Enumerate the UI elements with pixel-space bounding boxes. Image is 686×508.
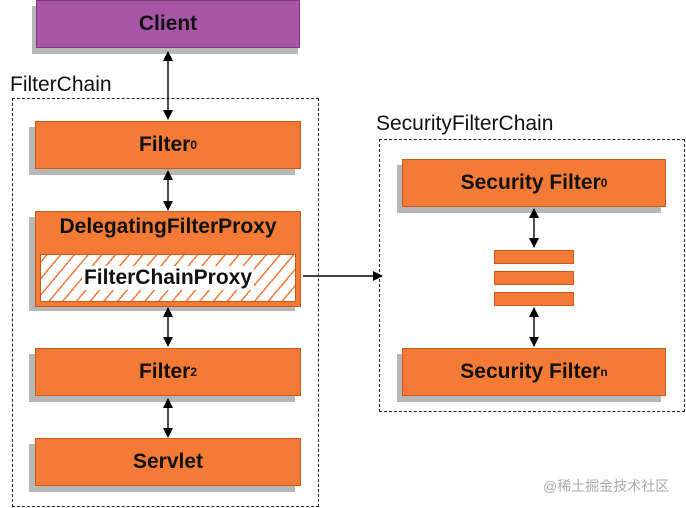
servlet-box: Servlet — [35, 438, 301, 486]
delegating-filter-proxy-box: DelegatingFilterProxy FilterChainProxy — [35, 211, 301, 307]
security-filter-strip-1 — [494, 250, 574, 264]
servlet-label: Servlet — [132, 450, 204, 473]
security-filter-n-subscript: n — [600, 365, 608, 379]
filter-chain-title: FilterChain — [10, 73, 112, 96]
filter2-label: Filter — [138, 360, 191, 383]
delegating-filter-proxy-label: DelegatingFilterProxy — [59, 215, 277, 238]
security-filter-strip-2 — [494, 271, 574, 285]
client-label: Client — [138, 12, 198, 35]
security-filter-0-subscript: 0 — [600, 176, 608, 190]
security-filter-chain-title: SecurityFilterChain — [376, 112, 554, 135]
security-filter-strip-3 — [494, 292, 574, 306]
filter-chain-proxy-label: FilterChainProxy — [81, 266, 255, 290]
filter0-subscript: 0 — [190, 138, 198, 152]
watermark-text: @稀土掘金技术社区 — [543, 478, 670, 494]
security-filter-0-label: Security Filter — [460, 171, 601, 194]
security-filter-n-label: Security Filter — [460, 360, 601, 383]
filter-chain-proxy-box: FilterChainProxy — [40, 254, 296, 302]
filter2-subscript: 2 — [190, 365, 198, 379]
filter0-label: Filter — [138, 133, 191, 156]
client-box: Client — [36, 0, 300, 48]
